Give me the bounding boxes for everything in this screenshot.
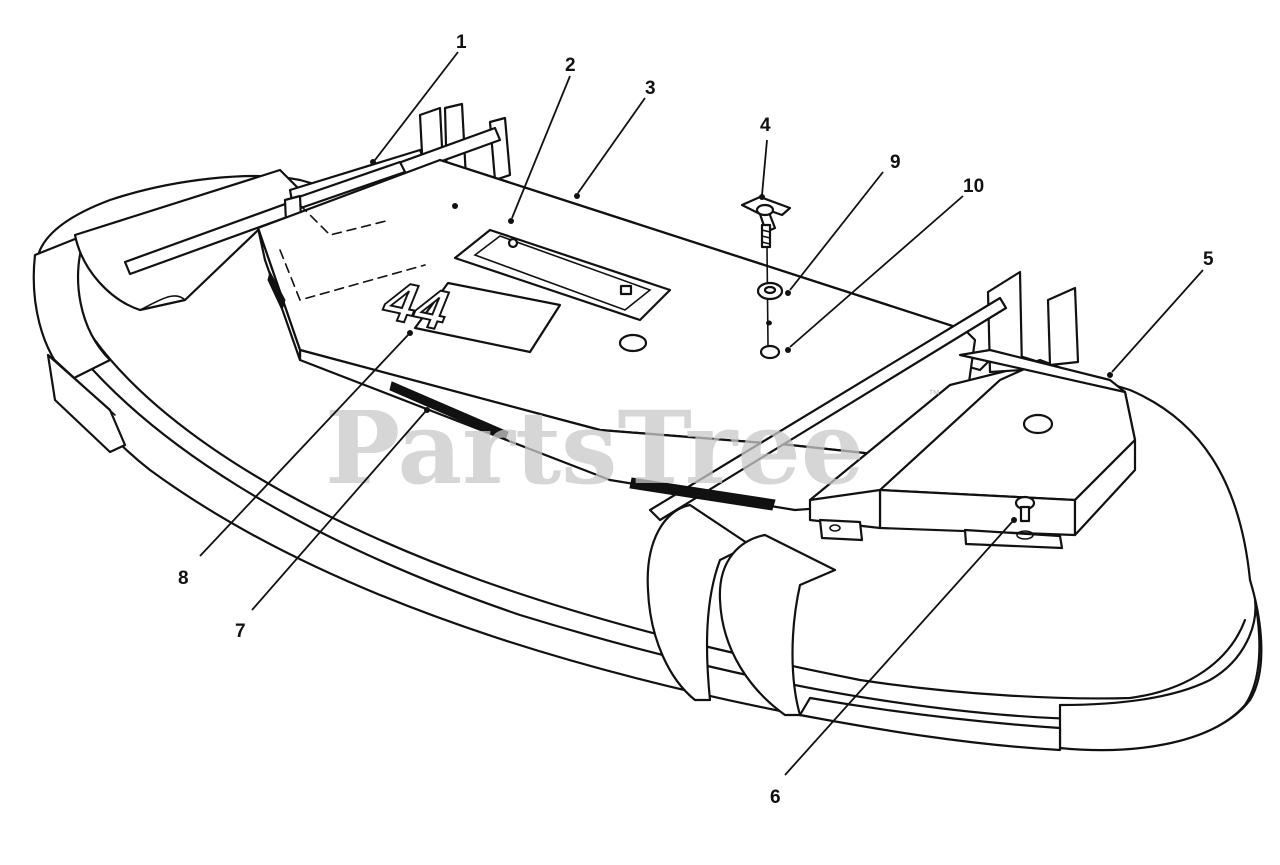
deck-top-plate: 44 [256,158,977,512]
screw-hardware [1014,495,1036,523]
callout-5: 5 [1203,249,1214,270]
callout-2: 2 [565,55,576,76]
right-rear-posts [958,270,1127,394]
watermark-trademark: ™ [928,387,940,401]
callout-10: 10 [963,176,984,197]
watermark: PartsTree ™ [325,387,940,507]
callout-4: 4 [760,115,771,136]
callout-8: 8 [178,568,189,589]
knob-hardware [740,195,792,360]
front-baffles [646,503,837,717]
right-side-cover [808,358,1137,550]
watermark-text: PartsTree [325,389,865,507]
callout-9: 9 [890,152,901,173]
callout-6: 6 [770,787,781,808]
lift-rod-right [629,296,1008,522]
callout-3: 3 [645,78,656,99]
callout-1: 1 [456,32,467,53]
lift-rod-left [123,126,502,276]
callout-7: 7 [235,621,246,642]
callouts: 1 2 3 4 9 10 5 6 7 8 [178,32,1214,808]
